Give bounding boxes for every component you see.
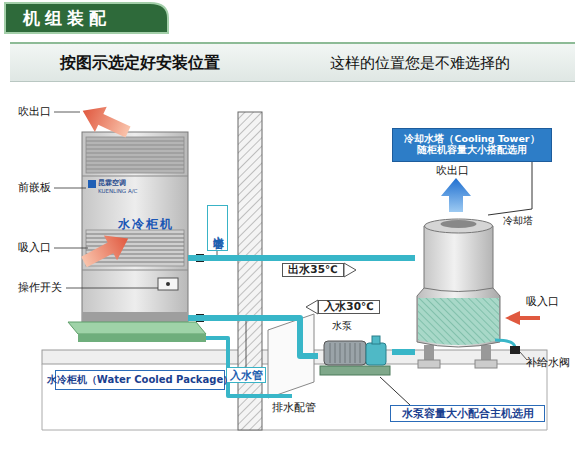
- node-text: 水冷柜机: [118, 218, 174, 232]
- pump-drawing: [330, 343, 360, 363]
- node-text: 按图示选定好安装位置: [60, 54, 220, 72]
- part-label: 吹出口: [436, 165, 469, 177]
- pump-drawing: [324, 341, 366, 365]
- leader-line: [380, 377, 410, 405]
- node-text: 水泵容量大小配合主机选用: [402, 407, 534, 419]
- cabinet-drawing: [82, 270, 188, 271]
- flow-arrowhead: [344, 263, 356, 277]
- unit-base: [68, 322, 206, 334]
- tower-drawing: [417, 219, 520, 368]
- tower-note: 冷却水塔（Cooling Tower） 随柜机容量大小搭配选用: [392, 128, 552, 162]
- pump-drawing: [320, 366, 390, 375]
- pipe-valve: [196, 254, 204, 322]
- tower-drawing: [418, 298, 499, 345]
- node-text: 水泵: [332, 320, 352, 332]
- unit-base: [68, 322, 206, 342]
- unit-base: [78, 334, 206, 342]
- cabinet-drawing: [166, 282, 170, 286]
- header-tab: [5, 3, 168, 33]
- pump-drawing: [366, 343, 386, 365]
- tower-drawing: [510, 346, 520, 354]
- part-label: 吸入口: [18, 242, 51, 254]
- cabinet-drawing: [82, 176, 188, 177]
- tower-drawing: [425, 219, 493, 233]
- cabinet-drawing: [86, 137, 184, 173]
- cabinet-unit: 昆霖空调KUENLING A/C 水冷柜机: [82, 132, 188, 322]
- cabinet-drawing: [82, 312, 188, 322]
- node-text: 这样的位置您是不难选择的: [330, 55, 510, 72]
- water-pipe: [188, 255, 415, 261]
- cabinet-drawing: [82, 132, 188, 322]
- airflow-arrow: [77, 226, 134, 274]
- node-text: KUENLING A/C: [98, 188, 137, 194]
- part-label: 操作开关: [18, 282, 62, 294]
- pump-drawing: [372, 336, 380, 344]
- leader-line: [488, 162, 532, 215]
- tower-drawing: [417, 226, 500, 347]
- cabinet-drawing: [158, 278, 178, 290]
- water-pump: 水泵: [318, 335, 392, 377]
- water-pipe: [188, 318, 318, 356]
- node-text: 出水管: [211, 227, 224, 230]
- leader-line: [54, 248, 88, 249]
- leader-line: [66, 288, 158, 289]
- airflow-arrow: [77, 98, 134, 145]
- part-label: 排水配管: [272, 402, 316, 414]
- header-tab: [5, 3, 168, 33]
- tower-airflow: [505, 311, 540, 325]
- tower-drawing: [475, 360, 497, 368]
- flow-arrowhead: [306, 300, 318, 314]
- cooling-tower: 冷却塔: [415, 215, 500, 367]
- cabinet-drawing: [82, 132, 188, 322]
- cabinet-drawing: [88, 180, 96, 188]
- page-title: 机组装配: [5, 3, 168, 33]
- tower-airflow: [441, 178, 540, 325]
- node-text: 入水管: [230, 369, 263, 381]
- flow-label: 入水30℃: [318, 300, 380, 314]
- tower-drawing: [424, 288, 493, 292]
- part-label: 吸入口: [526, 296, 559, 308]
- tower-airflow: [441, 178, 471, 212]
- cabinet-drawing: [86, 141, 184, 169]
- water-pipe: [392, 349, 415, 355]
- leader-line: [246, 321, 247, 367]
- part-label: 补给水阀: [526, 357, 570, 369]
- pump-drawing: [320, 336, 390, 375]
- pipe-label: 出水管: [207, 205, 228, 251]
- node-text: 冷却塔: [503, 215, 533, 227]
- node-text: 冷却水塔（Cooling Tower） 随柜机容量大小搭配选用: [397, 134, 547, 156]
- pump-note: 水泵容量大小配合主机选用: [390, 405, 545, 422]
- subtitle-band: 按图示选定好安装位置 这样的位置您是不难选择的: [10, 42, 575, 82]
- node-text: 昆霖空调: [98, 179, 126, 187]
- node-text: 水冷柜机（Water Cooled Package）: [47, 374, 233, 386]
- leader-line: [54, 188, 86, 189]
- tower-drawing: [418, 360, 440, 368]
- leader-line: [54, 112, 80, 113]
- part-label: 吹出口: [18, 106, 51, 118]
- flow-label: 出水35℃: [282, 263, 344, 277]
- unit-note: 水冷柜机（Water Cooled Package）: [55, 370, 225, 390]
- leader-line: [520, 352, 527, 360]
- tower-drawing: [441, 220, 477, 228]
- part-label: 前嵌板: [18, 182, 51, 194]
